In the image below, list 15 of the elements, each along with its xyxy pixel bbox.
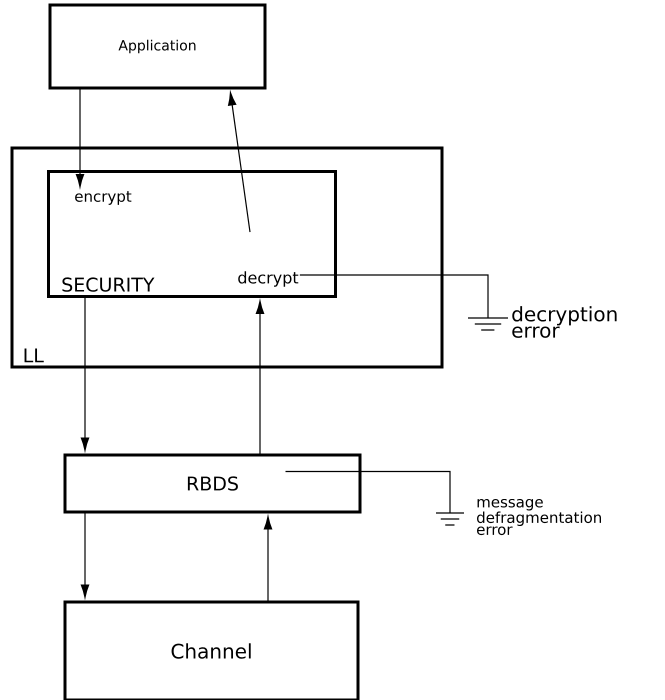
line (286, 470, 451, 513)
arrow (256, 300, 264, 454)
arrow (80, 298, 90, 451)
rbds-box: RBDS (64, 454, 362, 514)
text-label: decrypt (238, 271, 298, 287)
line (300, 274, 489, 318)
application-box: Application (48, 4, 266, 90)
arrow (228, 92, 251, 232)
arrow (264, 516, 272, 600)
arrow (80, 514, 90, 598)
arrow (76, 90, 84, 188)
text-label: encrypt (75, 191, 132, 205)
error-label: decryption error (512, 306, 617, 338)
error-label: message defragmentation error (477, 498, 601, 536)
channel-box: Channel (64, 600, 360, 700)
